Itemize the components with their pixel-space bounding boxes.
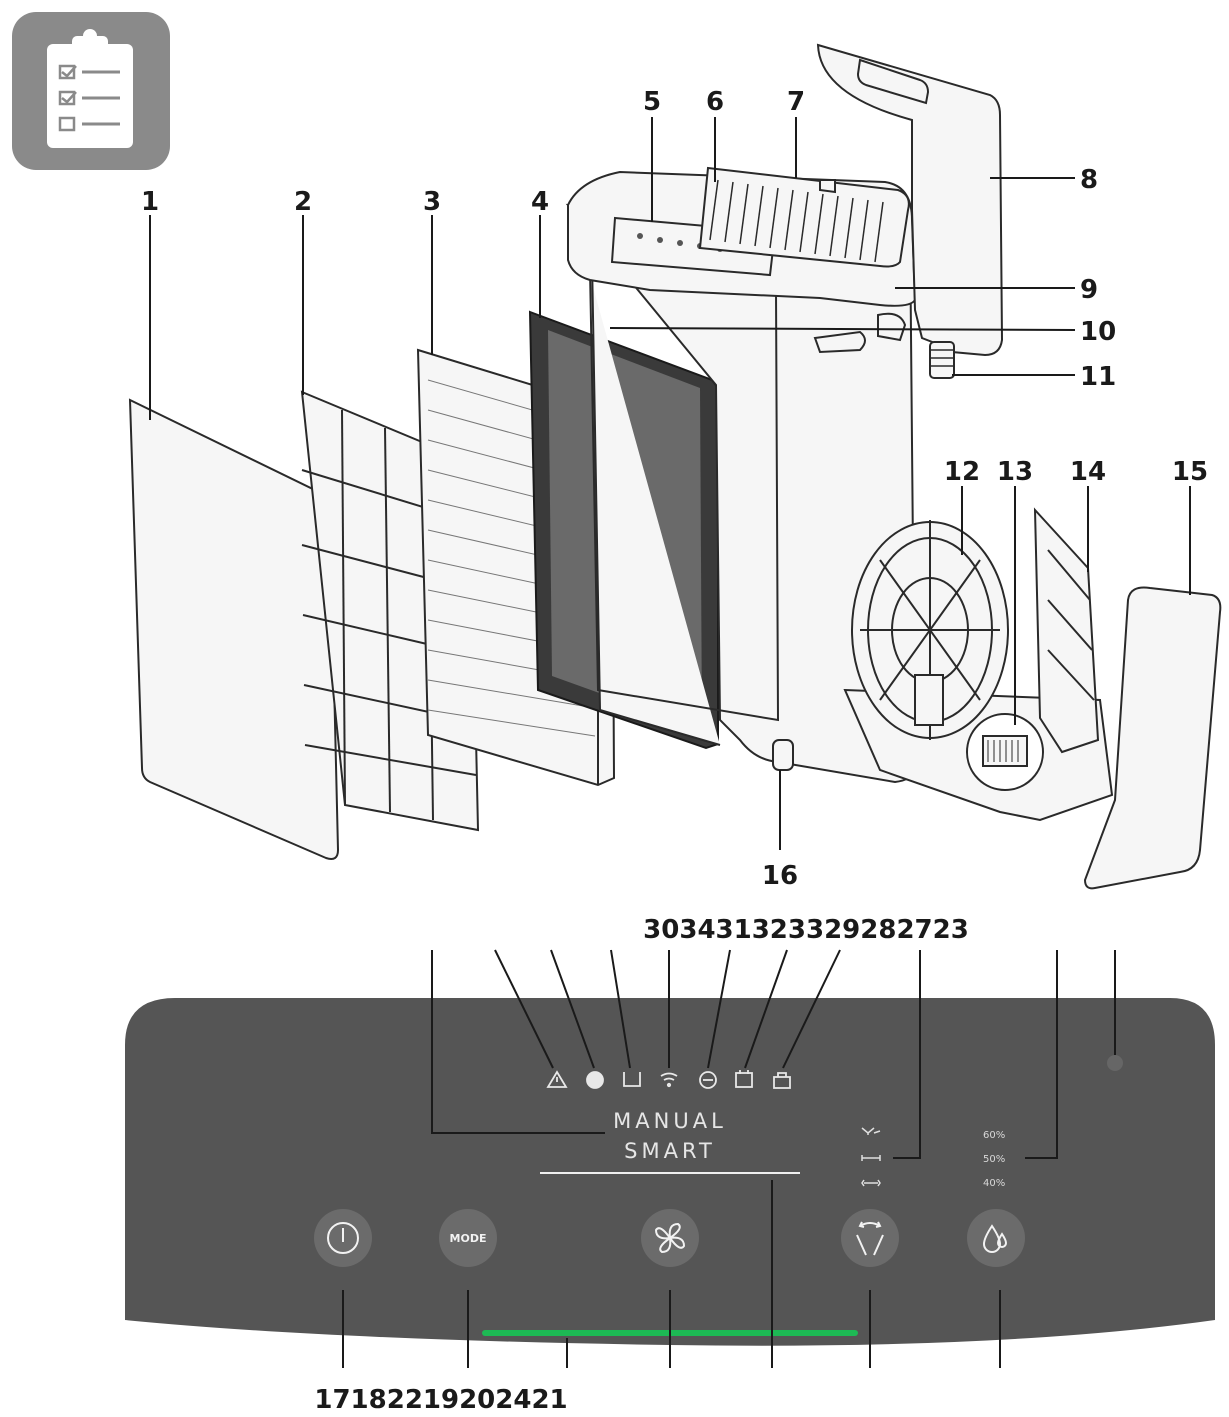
part-filter-cartridge-detail [966, 713, 1044, 791]
filter-icon [586, 1071, 604, 1089]
leader-lines-panel-bottom [342, 1180, 1001, 1368]
child-lock-icon [773, 1072, 791, 1089]
part-front-panel [128, 398, 340, 860]
timer-icon [735, 1070, 753, 1088]
control-panel: MANUAL SMART 60% 50% 40% MODE [125, 998, 1215, 1346]
humidity-level-40: 40% [983, 1178, 1005, 1189]
checklist-clipboard-icon [12, 12, 170, 170]
part-rear-cover [816, 43, 1004, 357]
swing-button[interactable] [841, 1209, 899, 1267]
part-water-tank [1033, 507, 1100, 754]
callout-6: 6 [706, 87, 724, 117]
wifi-icon [660, 1072, 678, 1088]
callout-2: 2 [294, 187, 312, 217]
callout-9: 9 [1080, 275, 1098, 305]
callout-3: 3 [423, 187, 441, 217]
humidity-level-50: 50% [983, 1154, 1005, 1165]
mode-label-smart: SMART [624, 1139, 716, 1163]
leader-lines-panel-top [431, 949, 1116, 1159]
callout-numbers-panel-bottom: 17182219202421 [314, 1385, 567, 1415]
callout-5: 5 [643, 87, 661, 117]
power-button[interactable] [314, 1209, 372, 1267]
part-connector [929, 341, 955, 379]
tank-icon [623, 1072, 641, 1087]
callout-11: 11 [1080, 362, 1116, 392]
humidity-level-60: 60% [983, 1130, 1005, 1141]
fan-speed-button[interactable] [641, 1209, 699, 1267]
humidity-button[interactable] [967, 1209, 1025, 1267]
fan-icon [654, 1222, 686, 1254]
minus-circle-icon [699, 1071, 717, 1089]
callout-7: 7 [787, 87, 805, 117]
part-main-body [565, 166, 917, 784]
callout-12: 12 [944, 457, 980, 487]
callout-4: 4 [531, 187, 549, 217]
humidity-drop-icon [982, 1224, 1008, 1253]
callout-numbers-panel-top: 303431323329282723 [643, 915, 969, 945]
callout-15: 15 [1172, 457, 1208, 487]
power-icon [327, 1222, 359, 1254]
callout-16: 16 [762, 861, 798, 891]
leader-lines-top [149, 117, 1191, 850]
swing-icon [856, 1221, 884, 1256]
light-sensor [1107, 1055, 1123, 1071]
callout-8: 8 [1080, 165, 1098, 195]
mode-button[interactable]: MODE [439, 1209, 497, 1267]
swing-indicators [861, 1127, 881, 1187]
callout-14: 14 [1070, 457, 1106, 487]
callout-13: 13 [997, 457, 1033, 487]
callout-10: 10 [1080, 317, 1116, 347]
mode-label-manual: MANUAL [613, 1109, 727, 1133]
warning-icon [546, 1070, 568, 1088]
part-side-cover [1083, 586, 1222, 890]
callout-1: 1 [141, 187, 159, 217]
callout-numbers-top: 1 2 3 4 5 6 7 8 9 10 11 12 13 14 15 16 [141, 87, 1208, 891]
mode-button-label: MODE [450, 1232, 487, 1245]
